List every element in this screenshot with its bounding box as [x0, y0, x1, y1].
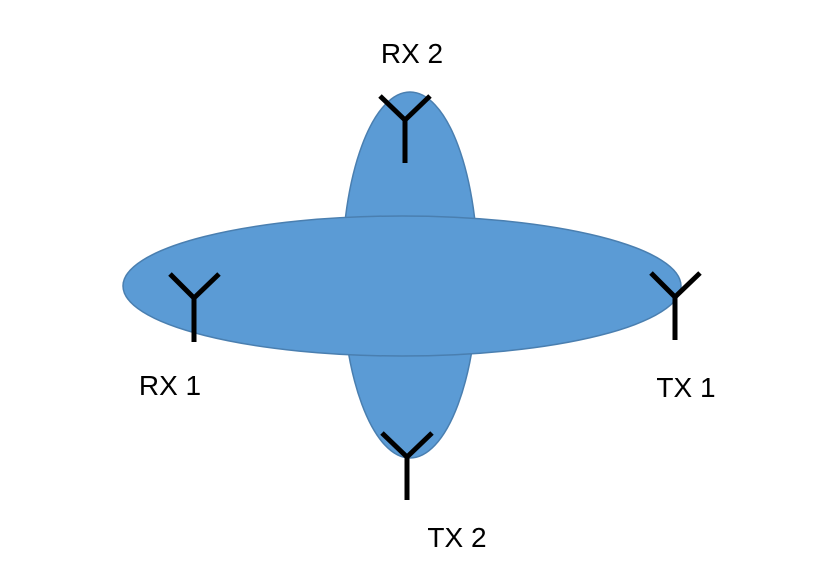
tx2-label: TX 2: [427, 522, 486, 553]
horizontal-beam-ellipse: [122, 215, 682, 357]
tx1-label: TX 1: [656, 372, 715, 403]
tx1-antenna-icon: [649, 271, 702, 340]
rx1-antenna-icon: [168, 272, 221, 342]
rx2-antenna-icon: [378, 94, 432, 163]
rx1-label: RX 1: [139, 370, 201, 401]
tx2-antenna-icon: [380, 431, 434, 500]
rx2-label: RX 2: [381, 38, 443, 69]
